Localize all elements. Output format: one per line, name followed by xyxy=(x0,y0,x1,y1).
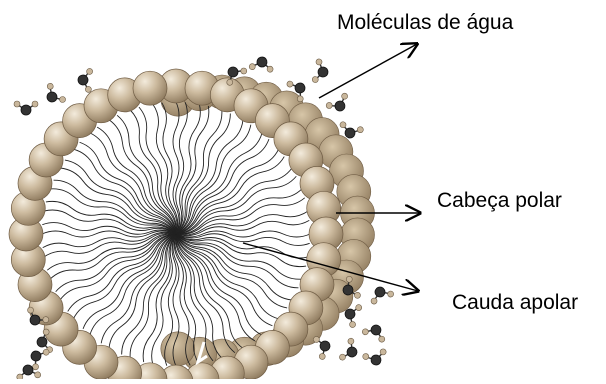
apolar-tail-label: Cauda apolar xyxy=(452,292,578,313)
polar-head-label: Cabeça polar xyxy=(437,190,562,211)
water-molecule xyxy=(249,55,275,72)
apolar-tail xyxy=(90,127,183,234)
apolar-tail xyxy=(153,103,186,234)
water-molecule xyxy=(40,82,67,109)
apolar-tail xyxy=(169,234,262,341)
apolar-tail xyxy=(153,104,177,234)
water-molecule xyxy=(367,283,395,305)
water-molecule xyxy=(362,348,389,368)
micelle-tails xyxy=(42,102,310,366)
water-molecule xyxy=(338,337,362,365)
water-molecule xyxy=(312,58,331,84)
water-molecule xyxy=(313,333,334,360)
water-molecule xyxy=(77,68,93,93)
water-molecule xyxy=(14,101,38,115)
polar-head-back xyxy=(161,332,195,366)
water-molecules-label: Moléculas de água xyxy=(337,12,513,33)
apolar-tail xyxy=(176,211,308,235)
water-molecule xyxy=(325,92,353,116)
water-molecule xyxy=(361,321,389,344)
water-pointer-arrow xyxy=(319,44,417,98)
polar-head xyxy=(133,71,167,105)
apolar-tail xyxy=(44,233,176,257)
